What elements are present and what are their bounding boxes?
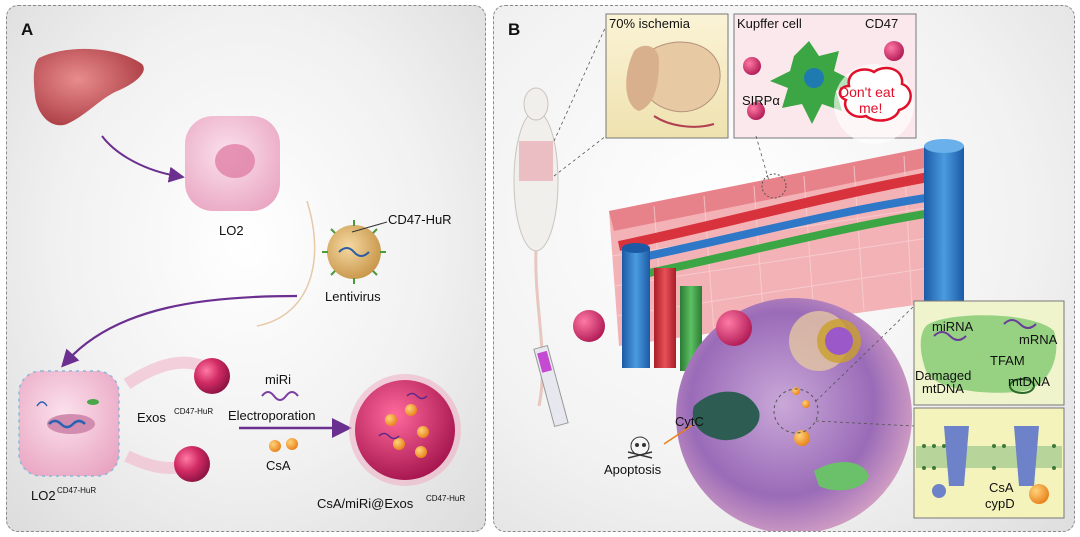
mrna-label: mRNA	[1019, 332, 1058, 347]
csa-label: CsA	[266, 458, 291, 473]
panel-a-art	[18, 48, 461, 486]
sirpa-label: SIRPα	[742, 93, 780, 108]
mirna-icon	[261, 391, 299, 401]
engineered-cell-sup: CD47-HuR	[57, 486, 97, 495]
kupffer-label: Kupffer cell	[737, 16, 802, 31]
panel-b-art	[513, 13, 1065, 531]
product-sup: CD47-HuR	[426, 494, 466, 503]
speech-line-2: me!	[859, 100, 883, 116]
cd47-label: CD47	[865, 16, 899, 31]
electroporation-label: Electroporation	[228, 408, 316, 423]
lentivirus-icon	[322, 220, 386, 284]
loaded-exosome-icon	[349, 374, 461, 486]
liver-icon	[33, 48, 144, 126]
product-label: CsA/miRi@Exos	[317, 496, 414, 511]
ischemia-label: 70% ischemia	[609, 16, 690, 31]
miri-label: miRi	[265, 372, 291, 387]
mouse-icon	[513, 87, 559, 407]
skull-icon	[627, 436, 653, 459]
engineered-cell-label: LO2	[31, 488, 56, 503]
cytc-label: CytC	[675, 414, 704, 429]
panel-a: A LO2 CD47-HuR Lentivirus LO2 CD47-HuR E…	[6, 5, 486, 532]
exosome-bottom-icon	[174, 446, 210, 482]
damaged-label-2: mtDNA	[922, 381, 964, 396]
mtdna-label: mtDNA	[1008, 374, 1050, 389]
damaged-label-1: Damaged	[915, 368, 972, 383]
exosome-b-icon	[573, 310, 605, 342]
syringe-icon	[533, 344, 569, 428]
portal-vein-icon	[622, 248, 650, 368]
panel-b: B 70% ischemia Kupffer cell CD47 SIRPα D…	[493, 5, 1075, 532]
arrow-to-engineered-cell	[61, 294, 298, 368]
apoptosis-label: Apoptosis	[604, 462, 662, 477]
central-vein-icon	[924, 146, 964, 326]
lo2-label: LO2	[219, 223, 244, 238]
exos-sup: CD47-HuR	[174, 407, 214, 416]
csa-b-label: CsA	[989, 480, 1014, 495]
csa-icon	[269, 440, 281, 452]
artery-icon	[654, 268, 676, 368]
mirna-label: miRNA	[932, 319, 974, 334]
cypd-label: cypD	[985, 496, 1015, 511]
panel-a-label: A	[21, 20, 34, 39]
exos-label: Exos	[137, 410, 166, 425]
tfam-label: TFAM	[990, 353, 1025, 368]
panel-b-label: B	[508, 20, 521, 39]
exosome-top-icon	[194, 358, 230, 394]
speech-line-1: Don't eat	[839, 84, 895, 100]
construct-label: CD47-HuR	[388, 212, 452, 227]
arrow-liver-to-lo2	[101, 135, 185, 183]
lentivirus-label: Lentivirus	[325, 289, 381, 304]
